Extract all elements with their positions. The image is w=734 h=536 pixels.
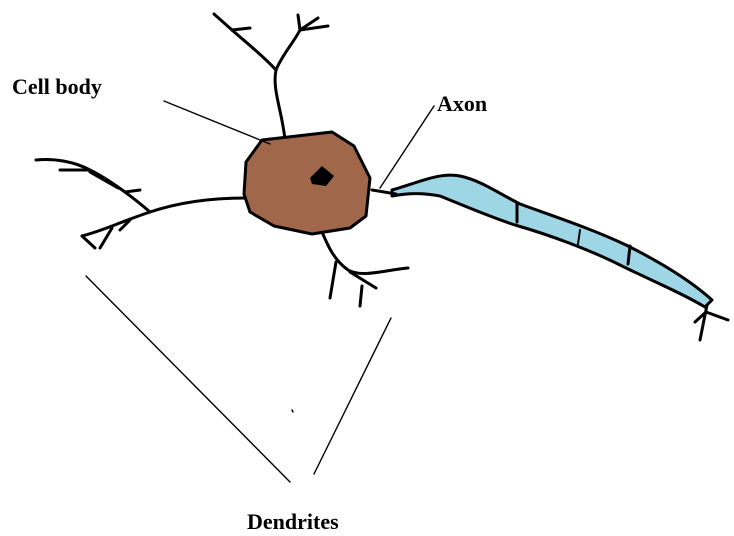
stray-mark bbox=[292, 410, 293, 412]
dendrites-pointer-left bbox=[86, 276, 290, 482]
dendrites-pointer-right bbox=[314, 318, 391, 474]
axon-sheath bbox=[392, 175, 712, 307]
axon bbox=[372, 175, 728, 340]
dendrites-label: Dendrites bbox=[247, 511, 339, 533]
axon-terminal bbox=[695, 305, 728, 340]
dendrite-top bbox=[214, 14, 328, 140]
dendrite-left bbox=[36, 159, 245, 248]
axon-pointer bbox=[380, 106, 434, 188]
axon-label: Axon bbox=[437, 93, 487, 115]
cell-body bbox=[244, 132, 370, 234]
soma bbox=[244, 132, 370, 234]
cell-body-label: Cell body bbox=[12, 76, 102, 98]
cell-body-pointer bbox=[164, 101, 270, 144]
axon-node-3 bbox=[628, 246, 630, 264]
dendrite-bottom bbox=[322, 232, 408, 306]
